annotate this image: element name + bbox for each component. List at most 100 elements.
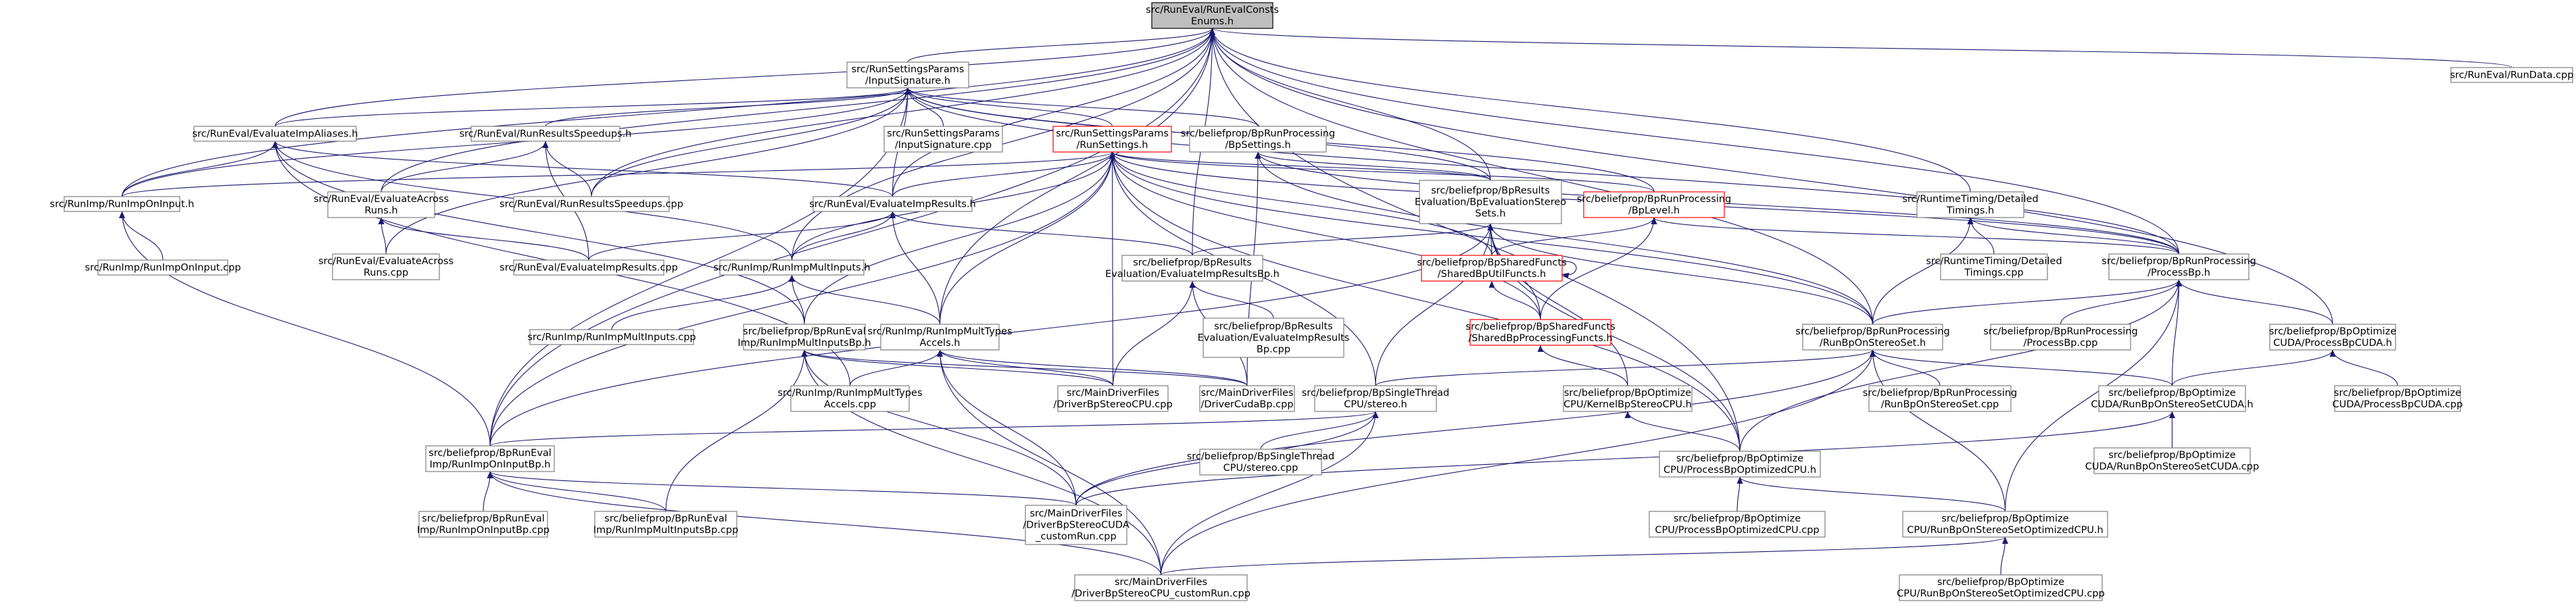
node-runbpstereosetoptcpu-h[interactable]: src/beliefprop/BpOptimizeCPU/RunBpOnSter…	[1902, 511, 2108, 538]
node-label-line: src/RunEval/EvaluateAcross	[314, 194, 449, 205]
node-runresspeedups-cpp[interactable]: src/RunEval/RunResultsSpeedups.cpp	[500, 196, 683, 212]
node-processbp-cpp[interactable]: src/beliefprop/BpRunProcessing/ProcessBp…	[1983, 324, 2138, 351]
dependency-edge	[1160, 536, 2008, 576]
dependency-edge	[1967, 217, 2180, 255]
node-label-line: /RunSettings.h	[1077, 140, 1148, 151]
node-bprunimponinput-h[interactable]: src/beliefprop/BpRunEvalImp/RunImpOnInpu…	[425, 445, 555, 472]
node-bpsharedfuncts-proc-h[interactable]: src/beliefprop/BpSharedFuncts/SharedBpPr…	[1465, 319, 1615, 346]
node-runbponstereoset-h[interactable]: src/beliefprop/BpRunProcessing/RunBpOnSt…	[1795, 324, 1950, 351]
node-runimponinput-h[interactable]: src/RunImp/RunImpOnInput.h	[50, 196, 195, 212]
node-runimpmultinputs-h[interactable]: src/RunImp/RunImpMultInputs.h	[713, 259, 871, 276]
node-evalimpresultsbp-cpp[interactable]: src/beliefprop/BpResultsEvaluation/Evalu…	[1198, 318, 1350, 358]
node-cuda-processbp-cpp[interactable]: src/beliefprop/BpOptimizeCUDA/ProcessBpC…	[2333, 385, 2463, 412]
node-box	[425, 445, 555, 472]
dependency-edge	[588, 211, 896, 261]
node-label-line: /BpSettings.h	[1225, 140, 1290, 151]
node-bpevalstereosets-h[interactable]: src/beliefprop/BpResultsEvaluation/BpEva…	[1415, 180, 1566, 224]
node-label-line: Accels.h	[920, 338, 961, 349]
dependency-edge	[489, 151, 1115, 447]
node-label-line: src/RunImp/RunImpMultTypes	[867, 326, 1012, 337]
dependency-edge	[939, 151, 1115, 325]
dependency-edge	[1255, 151, 1491, 181]
node-kernelbpstereocpu-h[interactable]: src/beliefprop/BpOptimizeCPU/KernelBpSte…	[1563, 385, 1693, 412]
node-box	[1583, 191, 1725, 218]
dependency-edge	[1739, 279, 2182, 452]
node-label-line: src/RunImp/RunImpOnInput.cpp	[85, 263, 241, 274]
dependency-edge	[2176, 279, 2333, 325]
node-inputsig-cpp[interactable]: src/RunSettingsParams/InputSignature.cpp	[883, 126, 1003, 153]
node-inputsig-h[interactable]: src/RunSettingsParams/InputSignature.h	[846, 61, 969, 88]
dependency-edge	[1112, 280, 1196, 386]
node-label-line: src/beliefprop/BpOptimize	[2334, 388, 2461, 399]
node-bpsinglethread-cpp[interactable]: src/beliefprop/BpSingleThreadCPU/stereo.…	[1187, 449, 1335, 476]
node-label-line: src/beliefprop/BpOptimize	[1676, 453, 1803, 464]
node-evalimpresults-h[interactable]: src/RunEval/EvaluateImpResults.h	[809, 196, 976, 212]
dependency-edge	[1537, 345, 1628, 386]
node-label-line: CPU/ProcessBpOptimizedCPU.h	[1663, 465, 1816, 476]
dependency-edge	[1488, 280, 1541, 320]
node-processbpoptcpu-h[interactable]: src/beliefprop/BpOptimizeCPU/ProcessBpOp…	[1659, 451, 1821, 478]
node-bprunimpmultinputs-cpp[interactable]: src/beliefprop/BpRunEvalImp/RunImpMultIn…	[593, 511, 739, 538]
node-label-line: CUDA/RunBpOnStereoSetCUDA.cpp	[2085, 461, 2259, 472]
dependency-edge	[1540, 217, 1657, 320]
dependency-edge	[890, 211, 941, 325]
node-box	[513, 196, 670, 212]
node-runbponstereoset-cpp[interactable]: src/beliefprop/BpRunProcessing/RunBpOnSt…	[1863, 385, 2017, 412]
node-bpsinglethread-h[interactable]: src/beliefprop/BpSingleThreadCPU/stereo.…	[1302, 385, 1450, 412]
node-label-line: src/beliefprop/BpSingleThread	[1302, 388, 1450, 399]
dependency-edge	[2171, 279, 2182, 386]
node-bpsettings-h[interactable]: src/beliefprop/BpRunProcessing/BpSetting…	[1181, 126, 1335, 153]
node-driverbpstereocpu-cpp[interactable]: src/MainDriverFiles/DriverBpStereoCPU.cp…	[1053, 385, 1173, 412]
node-rundata-cpp[interactable]: src/RunEval/RunData.cpp	[2450, 67, 2574, 83]
node-label-line: src/beliefprop/BpOptimize	[2108, 450, 2235, 461]
node-runimponinput-cpp[interactable]: src/RunImp/RunImpOnInput.cpp	[85, 259, 241, 276]
node-driverbpstereocuda-cpp[interactable]: src/MainDriverFiles/DriverBpStereoCUDA_c…	[1023, 505, 1129, 545]
node-label-line: src/beliefprop/BpResults	[1431, 186, 1550, 197]
node-bplevel-h[interactable]: src/beliefprop/BpRunProcessing/BpLevel.h	[1577, 191, 1731, 218]
dependency-edge	[1209, 28, 1741, 452]
node-runimpmultinputs-cpp[interactable]: src/RunImp/RunImpMultInputs.cpp	[527, 329, 696, 345]
dependency-edge	[892, 28, 1215, 197]
node-bpsharedfuncts-util-h[interactable]: src/beliefprop/BpSharedFuncts/SharedBpUt…	[1417, 255, 1567, 282]
node-label-line: /DriverBpStereoCPU_customRun.cpp	[1071, 588, 1250, 599]
node-box	[1469, 319, 1611, 346]
node-label-line: src/beliefprop/BpRunProcessing	[1181, 128, 1335, 139]
node-bprunimpmultinputs-h[interactable]: src/beliefprop/BpRunEvalImp/RunImpMultIn…	[737, 324, 871, 351]
node-box	[1202, 318, 1344, 358]
node-bprunimponinput-cpp[interactable]: src/beliefprop/BpRunEvalImp/RunImpOnInpu…	[417, 511, 550, 538]
dependency-edge	[272, 141, 805, 325]
dependency-edge	[2329, 349, 2398, 386]
node-evalimpresultsbp-h[interactable]: src/beliefprop/BpResultsEvaluation/Evalu…	[1105, 255, 1280, 282]
dependency-edge	[1160, 411, 1379, 576]
dependency-edge	[1109, 151, 1541, 320]
node-cuda-processbp-h[interactable]: src/beliefprop/BpOptimizeCUDA/ProcessBpC…	[2269, 324, 2396, 351]
node-drivercudabp-cpp[interactable]: src/MainDriverFiles/DriverCudaBp.cpp	[1199, 385, 1295, 412]
node-evalimpaliases-h[interactable]: src/RunEval/EvaluateImpAliases.h	[192, 126, 358, 142]
node-cuda-runbpstereoset-cpp[interactable]: src/beliefprop/BpOptimizeCUDA/RunBpOnSte…	[2085, 447, 2259, 474]
node-evalimpresults-cpp[interactable]: src/RunEval/EvaluateImpResults.cpp	[500, 259, 678, 276]
node-label-line: Accels.cpp	[824, 399, 876, 410]
node-processbp-h[interactable]: src/beliefprop/BpRunProcessing/ProcessBp…	[2101, 253, 2256, 280]
node-runresspeedups-h[interactable]: src/RunEval/RunResultsSpeedups.h	[460, 126, 632, 142]
node-runsettings-h[interactable]: src/RunSettingsParams/RunSettings.h	[1052, 126, 1172, 153]
node-box	[327, 191, 435, 218]
node-processbpoptcpu-cpp[interactable]: src/beliefprop/BpOptimizeCPU/ProcessBpOp…	[1649, 511, 1826, 538]
node-label-line: src/beliefprop/BpRunProcessing	[1795, 326, 1949, 337]
node-label-line: CUDA/ProcessBpCUDA.cpp	[2333, 399, 2463, 410]
node-box	[1419, 180, 1562, 224]
node-runbpstereosetoptcpu-cpp[interactable]: src/beliefprop/BpOptimizeCPU/RunBpOnSter…	[1897, 574, 2105, 601]
dependency-edge	[804, 151, 1115, 325]
node-driverbpstereocpu-custom-cpp[interactable]: src/MainDriverFiles/DriverBpStereoCPU_cu…	[1071, 574, 1250, 601]
node-label-line: src/RuntimeTiming/Detailed	[1926, 256, 2062, 267]
node-cuda-runbpstereoset-h[interactable]: src/beliefprop/BpOptimizeCUDA/RunBpOnSte…	[2091, 385, 2254, 412]
dependency-edge	[904, 87, 1259, 127]
node-label-line: src/RunImp/RunImpMultInputs.h	[713, 263, 870, 274]
node-label-line: /BpLevel.h	[1628, 205, 1680, 216]
